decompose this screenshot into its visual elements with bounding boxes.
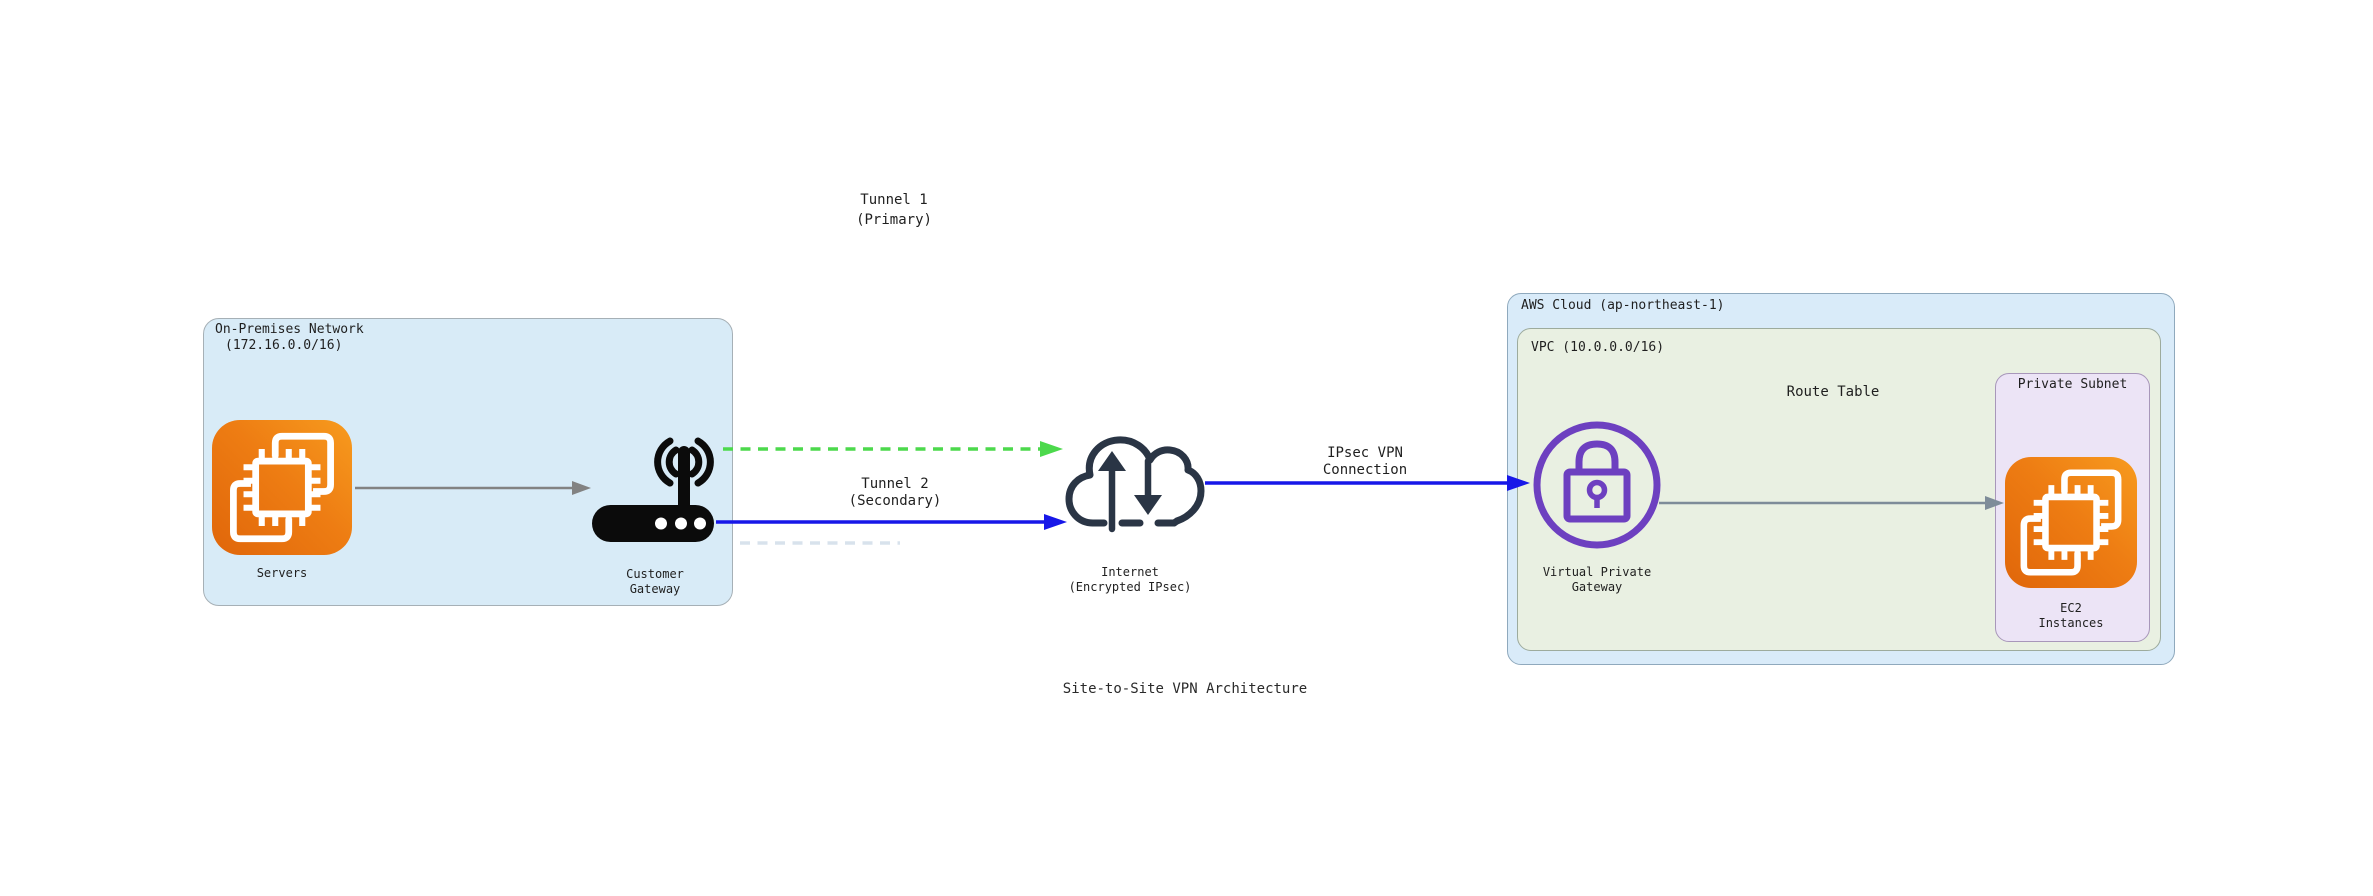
tunnel2-label: Tunnel 2(Secondary) <box>848 476 942 509</box>
servers-icon <box>212 420 352 555</box>
internet-caption: Internet(Encrypted IPsec) <box>1068 565 1192 594</box>
vpc-label: VPC (10.0.0.0/16) <box>1531 340 1665 355</box>
on-premises-label: On-Premises Network <box>215 322 364 337</box>
internet-cloud-icon <box>1065 436 1205 533</box>
tunnel2-secondary-arrow <box>716 514 1067 530</box>
diagram-title: Site-to-Site VPN Architecture <box>1062 681 1308 697</box>
tunnel1-primary-arrow <box>723 441 1063 457</box>
tunnel1-label: Tunnel 1(Primary) <box>856 192 932 228</box>
private-subnet-label: Private Subnet <box>2017 377 2128 392</box>
ec2-instances-icon <box>2005 457 2137 588</box>
cloud-down-arrow-icon <box>1134 457 1162 515</box>
on-premises-cidr-label: (172.16.0.0/16) <box>225 338 343 353</box>
route-table-label: Route Table <box>1786 384 1880 400</box>
servers-caption: Servers <box>256 566 308 580</box>
aws-cloud-label: AWS Cloud (ap-northeast-1) <box>1521 298 1725 313</box>
cloud-up-arrow-icon <box>1098 451 1126 533</box>
